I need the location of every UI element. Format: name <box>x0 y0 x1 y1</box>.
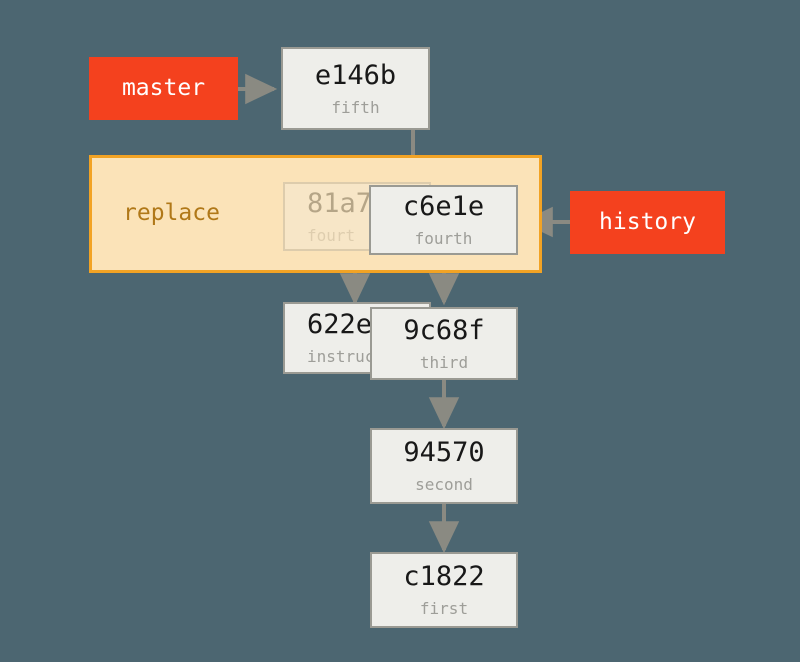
commit-e146b-message: fifth <box>331 97 380 117</box>
commit-9c68f-message: third <box>419 352 469 372</box>
commit-622e-message: instruct <box>307 347 385 366</box>
commit-9c68f-sha: 9c68f <box>403 314 485 346</box>
commit-622e-sha: 622e <box>307 309 373 340</box>
master-ref-label[interactable]: master <box>89 57 238 120</box>
commit-c1822-message: first <box>419 599 469 618</box>
history-ref-label[interactable]: history <box>570 191 725 254</box>
commit-94570-message: second <box>415 475 473 494</box>
replace-group-label: replace <box>123 200 220 226</box>
commit-c6e1e[interactable]: c6e1e fourth <box>369 185 518 255</box>
master-ref-text: master <box>121 75 206 101</box>
commit-e146b[interactable]: e146b fifth <box>281 47 430 130</box>
commit-c1822[interactable]: c1822 first <box>370 552 518 628</box>
commit-c1822-sha: c1822 <box>403 561 485 592</box>
commit-e146b-sha: e146b <box>314 59 397 91</box>
commit-81a7-message: fourt <box>307 225 356 245</box>
commit-9c68f[interactable]: 9c68f third <box>370 307 518 380</box>
history-ref-text: history <box>599 209 696 235</box>
commit-c6e1e-sha: c6e1e <box>402 191 485 222</box>
commit-c6e1e-message: fourth <box>414 229 473 248</box>
commit-94570[interactable]: 94570 second <box>370 428 518 504</box>
commit-81a7-sha: 81a7 <box>307 187 373 219</box>
commit-94570-sha: 94570 <box>403 437 485 468</box>
